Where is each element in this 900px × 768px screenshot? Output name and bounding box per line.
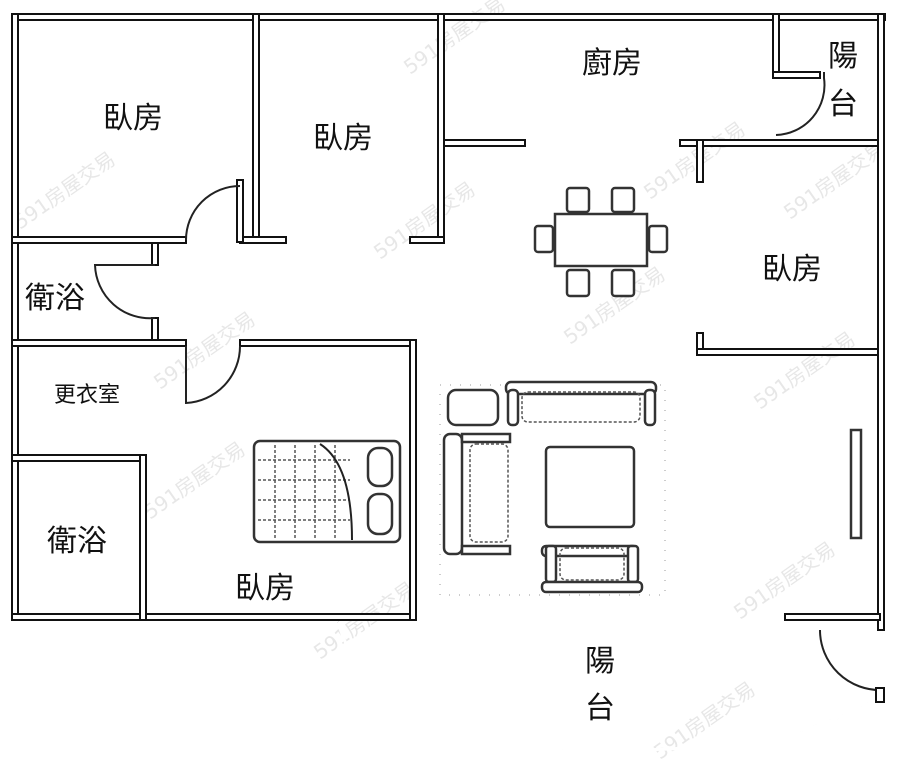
sofa-set <box>439 380 666 596</box>
watermark: 591房屋交易 <box>149 307 260 394</box>
room-label-master-bedroom: 臥房 <box>235 571 295 606</box>
door-swing-bathroom <box>93 264 156 320</box>
room-label-bathroom-left: 衛浴 <box>25 281 85 316</box>
watermark: 591房屋交易 <box>729 537 840 624</box>
room-label-balcony-bottom-2: 台 <box>585 691 615 726</box>
doors <box>93 72 883 692</box>
door-swing-closet <box>185 345 242 405</box>
door-swing-bottom-balcony <box>819 629 883 692</box>
dining-set <box>533 186 669 298</box>
watermark: 591房屋交易 <box>649 677 760 764</box>
room-label-balcony-bottom-1: 陽 <box>585 644 615 679</box>
room-label-bedroom-top-middle: 臥房 <box>313 121 373 156</box>
room-label-balcony-top-2: 台 <box>828 87 858 122</box>
watermark: 591房屋交易 <box>9 147 120 234</box>
tv <box>849 428 863 540</box>
room-label-bedroom-right: 臥房 <box>762 252 822 287</box>
bed <box>252 439 402 544</box>
balcony-railing <box>336 621 885 752</box>
door-swing-balcony <box>775 72 826 136</box>
watermark: 591房屋交易 <box>749 327 860 414</box>
watermark: 591房屋交易 <box>369 177 480 264</box>
watermark: 591房屋交易 <box>139 437 250 524</box>
room-label-bedroom-top-left: 臥房 <box>103 101 163 136</box>
walls <box>11 13 886 631</box>
room-label-kitchen: 廚房 <box>582 46 642 81</box>
door-swing-bedroom <box>185 185 241 241</box>
room-label-walk-in-closet: 更衣室 <box>54 383 120 408</box>
watermark: 591房屋交易 <box>639 117 750 204</box>
watermark: 591房屋交易 <box>399 0 510 79</box>
room-labels: 臥房 臥房 廚房 陽 台 臥房 衛浴 更衣室 衛浴 臥房 陽 台 <box>25 39 858 726</box>
room-label-bathroom-bottom-left: 衛浴 <box>47 524 107 559</box>
watermark: 591房屋交易 <box>779 137 890 224</box>
room-label-balcony-top-1: 陽 <box>828 39 858 74</box>
